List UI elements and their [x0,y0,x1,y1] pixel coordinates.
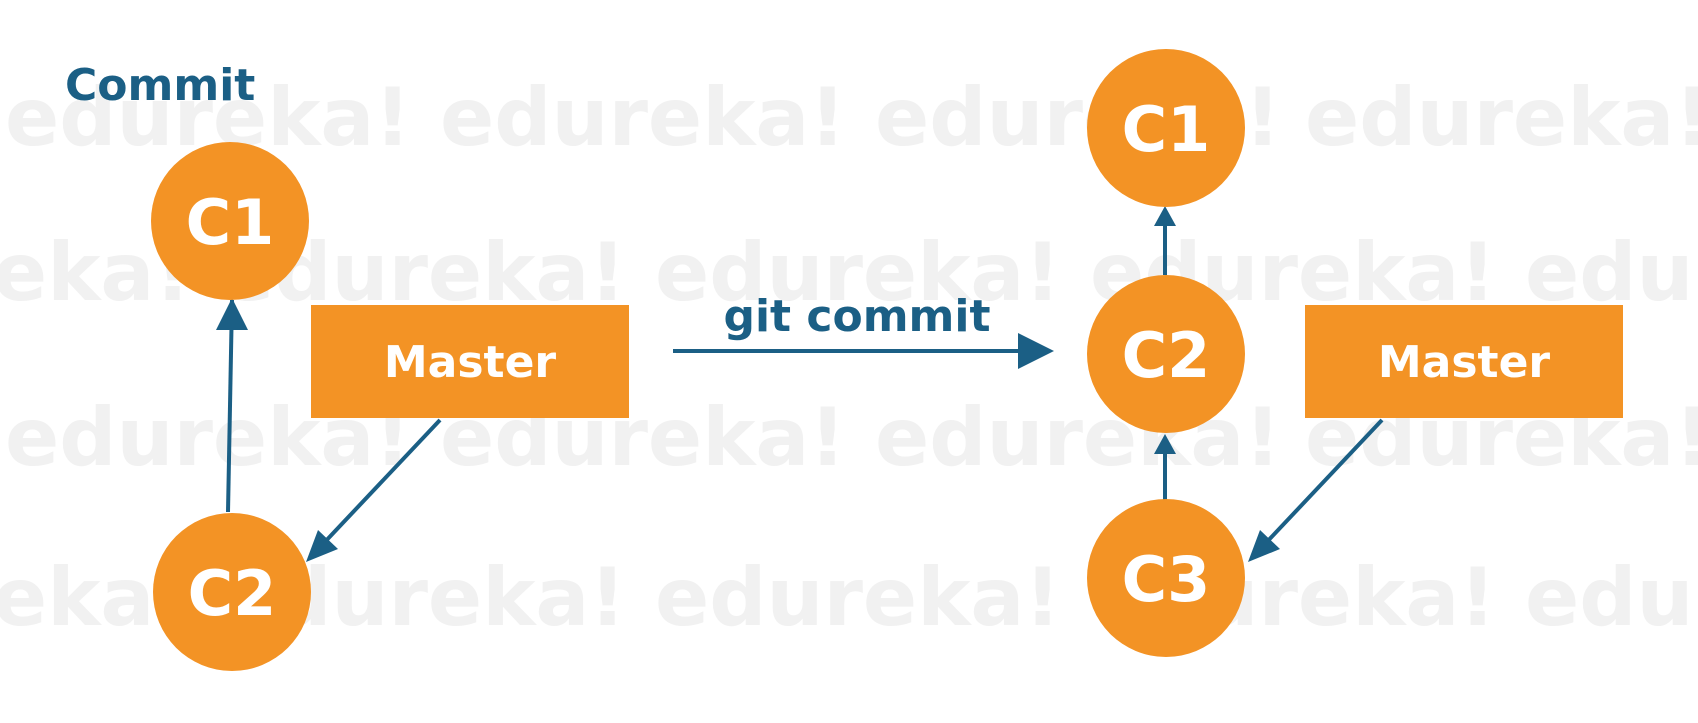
branch-pointer-arrow [1262,418,1384,547]
commit-node-c2: C2 [1087,275,1245,433]
left-panel: Commit C1 C2 Master [65,60,629,671]
watermark-text: edureka! [655,551,1061,644]
right-panel: C1 C2 C3 Master [1087,49,1623,657]
commit-node-c3: C3 [1087,499,1245,657]
parent-arrow-c2-c1 [226,299,234,513]
watermark-text: edureka! [1305,71,1698,164]
watermark-text: edureka! [655,226,1061,319]
branch-label-master: Master [1305,305,1623,418]
panel-title: Commit [65,60,255,111]
arrowhead [1248,530,1280,562]
watermark-text: edureka! [1525,226,1698,319]
commit-node-c1: C1 [1087,49,1245,207]
arrowhead [1154,206,1176,226]
watermark-layer: edureka! edureka! edureka! edureka! edur… [0,71,1698,644]
commit-node-label: C1 [186,186,275,259]
commit-node-c2: C2 [153,513,311,671]
arrowhead [216,298,248,330]
arrowhead [306,530,338,562]
commit-node-label: C3 [1122,543,1211,616]
watermark-text: edureka! [1525,551,1698,644]
commit-node-label: C1 [1122,93,1211,166]
branch-label-master: Master [311,305,629,418]
commit-node-label: C2 [188,557,277,630]
commit-node-c1: C1 [151,142,309,300]
operation-label: git commit [723,291,990,342]
arrowhead [1154,434,1176,454]
branch-pointer-arrow [320,418,442,547]
arrowhead [1018,333,1054,369]
watermark-text: edureka! [440,71,846,164]
operation-arrow: git commit [673,291,1054,369]
branch-label-text: Master [384,337,557,388]
commit-node-label: C2 [1122,319,1211,392]
branch-label-text: Master [1378,337,1551,388]
